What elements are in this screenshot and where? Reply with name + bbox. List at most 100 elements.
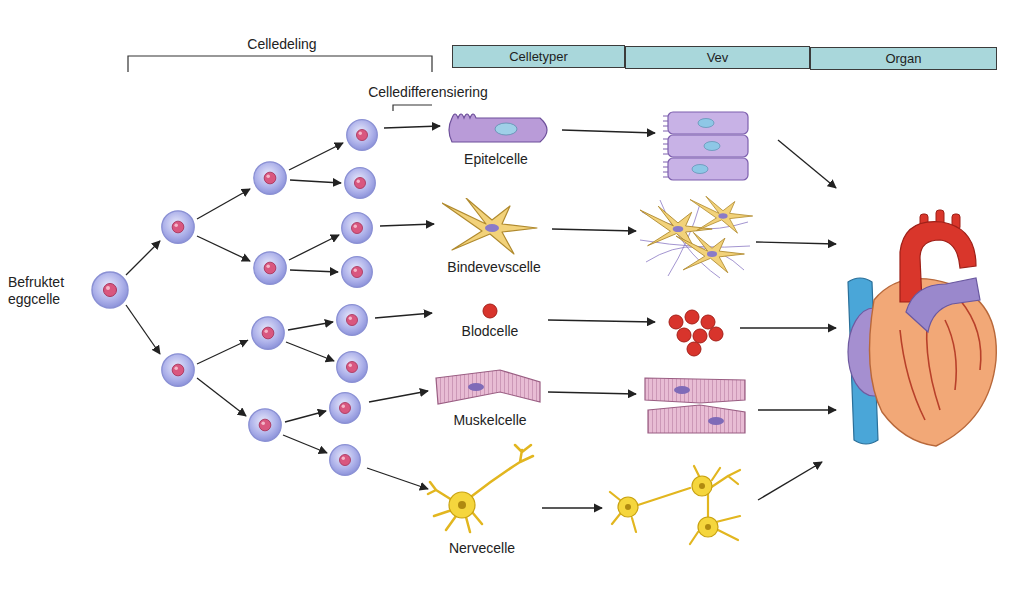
division-arrow bbox=[290, 270, 338, 272]
blood-cell bbox=[669, 315, 683, 329]
division-arrow bbox=[286, 342, 334, 361]
division-arrow bbox=[197, 189, 250, 219]
cell-nucleus bbox=[698, 119, 714, 128]
nerve-fibers bbox=[610, 466, 740, 544]
fertilized-egg bbox=[92, 272, 128, 308]
division-arrow bbox=[283, 435, 327, 453]
dividing-cell bbox=[337, 352, 368, 383]
connective-fibers bbox=[640, 200, 750, 278]
cell-nucleus bbox=[692, 165, 708, 174]
blood-cell bbox=[701, 315, 715, 329]
dividing-cell bbox=[347, 120, 378, 151]
dividing-cell bbox=[330, 393, 361, 424]
organ-arrow bbox=[778, 140, 836, 188]
neuron-body bbox=[449, 492, 475, 518]
stage-label: Celledeling bbox=[247, 36, 316, 52]
organ-arrow bbox=[740, 327, 836, 328]
cell-label: Befruktet eggcelle bbox=[8, 274, 82, 308]
dividing-cell bbox=[254, 252, 286, 284]
cell-nucleus bbox=[708, 417, 724, 425]
division-arrow bbox=[197, 378, 246, 416]
division-arrow bbox=[290, 180, 341, 183]
blood-cell bbox=[709, 327, 723, 341]
blood-cell bbox=[693, 329, 707, 343]
division-bracket bbox=[128, 56, 432, 72]
cell-type-node: Blodcelle bbox=[462, 323, 519, 339]
epithelial-tissue-cell bbox=[668, 135, 748, 157]
axon bbox=[472, 445, 533, 496]
header-text: Vev bbox=[707, 50, 729, 65]
organ-arrow bbox=[758, 409, 836, 410]
connective-tissue-cell bbox=[676, 232, 744, 272]
blood-cell bbox=[685, 310, 699, 324]
dividing-cell bbox=[254, 162, 286, 194]
epithelial-cell bbox=[449, 114, 547, 142]
division-arrow bbox=[126, 241, 160, 275]
cell-label: Nervecelle bbox=[449, 540, 515, 556]
differentiation-arrow bbox=[375, 313, 432, 318]
cell-label: Epitelcelle bbox=[464, 151, 528, 167]
tissue-arrow bbox=[548, 392, 636, 394]
column-header: Celletyper bbox=[452, 45, 625, 68]
connective-tissue-cell bbox=[690, 196, 753, 233]
connective-cell bbox=[442, 198, 537, 254]
tissue-arrow bbox=[548, 320, 655, 322]
cell-nucleus bbox=[699, 483, 705, 489]
cell-nucleus bbox=[625, 504, 631, 510]
cell-label: Blodcelle bbox=[462, 323, 519, 339]
tissue-arrow bbox=[552, 229, 636, 231]
muscle-cell bbox=[436, 370, 540, 404]
tissue-arrow bbox=[562, 130, 655, 133]
dividing-cell bbox=[330, 445, 361, 476]
muscle-fiber bbox=[648, 405, 745, 433]
pulmonary-artery bbox=[906, 278, 980, 332]
cell-nucleus bbox=[458, 501, 466, 509]
organ-arrow bbox=[758, 462, 822, 500]
dividing-cell bbox=[162, 354, 194, 386]
neuron-body bbox=[692, 476, 712, 496]
cell-label: Muskelcelle bbox=[453, 412, 526, 428]
blood-cell bbox=[483, 304, 497, 318]
cell-nucleus bbox=[705, 524, 711, 530]
cell-nucleus bbox=[674, 386, 690, 394]
differentiation-bracket bbox=[393, 105, 432, 111]
dendrites bbox=[428, 482, 482, 532]
division-arrow bbox=[288, 322, 333, 330]
cell-nucleus bbox=[468, 383, 484, 391]
dividing-cell bbox=[342, 257, 373, 288]
blood-cell bbox=[677, 328, 691, 342]
dividing-cell bbox=[337, 305, 368, 336]
dividing-cell bbox=[162, 211, 194, 243]
dividing-cell bbox=[252, 317, 284, 349]
muscle-fiber bbox=[645, 378, 745, 403]
cell-type-node: Nervecelle bbox=[449, 540, 515, 556]
division-arrow bbox=[197, 236, 250, 261]
division-arrow bbox=[285, 411, 326, 422]
differentiation-arrow bbox=[384, 126, 440, 128]
organ-arrow bbox=[756, 242, 836, 244]
cell-type-node: Muskelcelle bbox=[453, 412, 526, 428]
cell-nucleus bbox=[495, 123, 517, 135]
division-arrow bbox=[197, 340, 248, 364]
header-text: Celletyper bbox=[509, 49, 568, 64]
tissue-arrow bbox=[542, 507, 602, 508]
ventricles bbox=[870, 279, 997, 446]
division-arrow bbox=[289, 143, 343, 170]
dividing-cell bbox=[342, 213, 373, 244]
cell-nucleus bbox=[704, 142, 720, 151]
cell-label: Bindevevscelle bbox=[447, 259, 540, 275]
stage-label: Celledifferensiering bbox=[368, 84, 488, 100]
division-arrow bbox=[126, 305, 160, 354]
header-text: Organ bbox=[885, 51, 921, 66]
column-header: Organ bbox=[810, 47, 997, 70]
dividing-cell bbox=[249, 409, 281, 441]
column-header: Vev bbox=[625, 46, 810, 69]
division-arrow bbox=[289, 235, 339, 260]
cell-type-node: Bindevevscelle bbox=[447, 259, 540, 275]
epithelial-tissue-cell bbox=[668, 112, 748, 134]
dividing-cell bbox=[345, 168, 376, 199]
neuron-body bbox=[618, 497, 638, 517]
neuron-body bbox=[698, 517, 718, 537]
